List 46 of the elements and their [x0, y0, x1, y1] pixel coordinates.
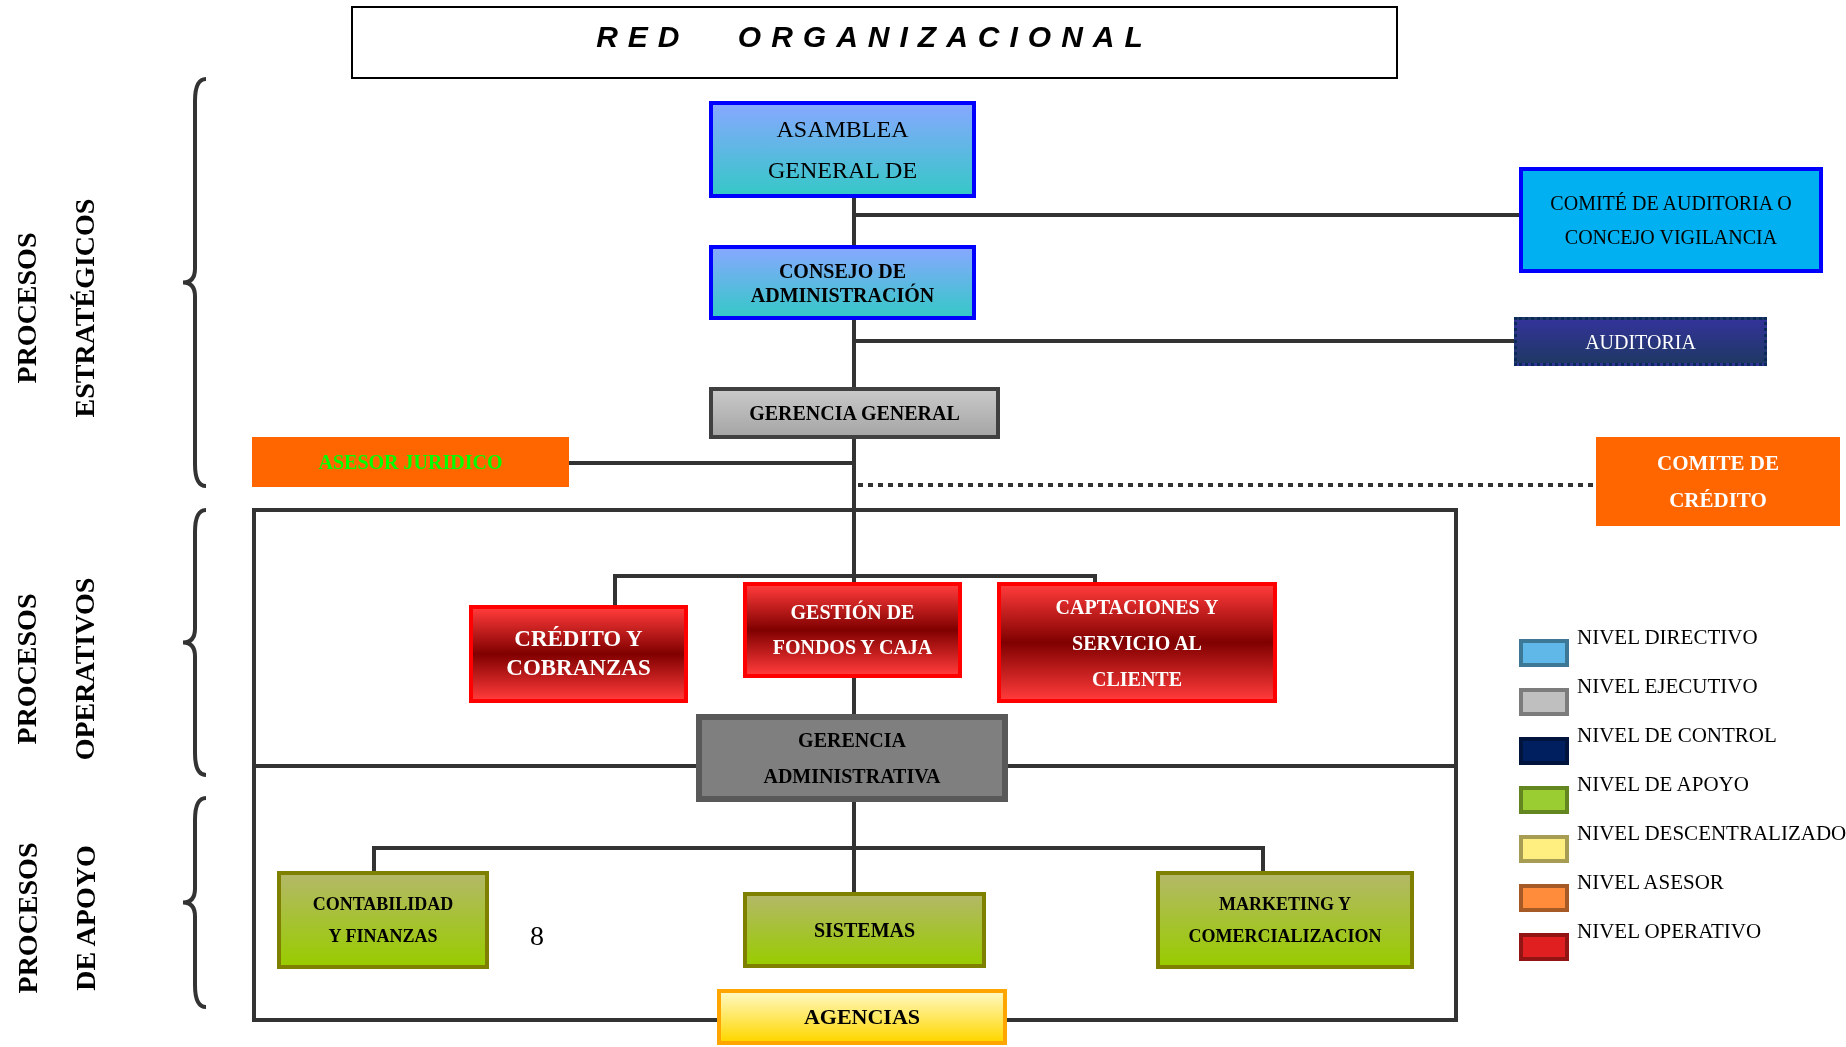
control-box [1514, 317, 1767, 366]
box-label: CONTABILIDAD Y FINANZAS [311, 892, 455, 948]
box-label: GERENCIA ADMINISTRATIVA [762, 728, 942, 789]
legend-label: NIVEL DIRECTIVO [1577, 625, 1758, 650]
box-label: AGENCIAS [802, 1003, 922, 1031]
management-box [696, 714, 1008, 802]
connector-line [852, 320, 856, 387]
box-label: ASESOR JURIDICO [317, 450, 504, 474]
box-label: CRÉDITO Y COBRANZAS [505, 625, 652, 682]
connector-line [852, 802, 1265, 871]
advisor-box [252, 437, 569, 487]
executive-box [709, 387, 1000, 439]
support-box [743, 892, 986, 968]
legend-label: NIVEL EJECUTIVO [1577, 674, 1758, 699]
box-label: ASAMBLEA GENERAL DE [766, 114, 919, 185]
box-label: GESTIÓN DE FONDOS Y CAJA [771, 599, 934, 660]
box-label: AUDITORIA [1584, 329, 1697, 354]
box-label: CONSEJO DE ADMINISTRACIÓN [749, 258, 936, 307]
page-number: 8 [530, 920, 544, 952]
advisor-box [1596, 437, 1840, 526]
process-group-label: PROCESOS ESTRATÉGICOS [10, 197, 101, 420]
box-label: GERENCIA GENERAL [748, 401, 961, 425]
legend-label: NIVEL DE CONTROL [1577, 723, 1777, 748]
box-label: CAPTACIONES Y SERVICIO AL CLIENTE [1054, 594, 1220, 692]
directive-box [709, 101, 976, 198]
legend-label: NIVEL DESCENTRALIZADO [1577, 821, 1846, 846]
operative-box [997, 582, 1277, 703]
box-label: COMITE DE CRÉDITO [1656, 449, 1780, 514]
box-label: SISTEMAS [812, 918, 917, 942]
support-box [1156, 871, 1414, 969]
process-group-label: PROCESOS DE APOYO [10, 841, 101, 996]
legend-label: NIVEL ASESOR [1577, 870, 1724, 895]
operative-box [743, 582, 962, 678]
box-label: COMITÉ DE AUDITORIA O CONCEJO VIGILANCIA [1549, 191, 1793, 250]
box-label: MARKETING Y COMERCIALIZACION [1187, 892, 1383, 948]
branch-box [717, 989, 1007, 1045]
legend-label: NIVEL OPERATIVO [1577, 919, 1762, 944]
process-group-label: PROCESOS OPERATIVOS [10, 576, 101, 763]
committee-box [1519, 167, 1823, 273]
connector-line [852, 439, 1097, 582]
operative-box [469, 605, 688, 703]
diagram-title: RED ORGANIZACIONAL [596, 19, 1153, 54]
directive-box [709, 245, 976, 320]
connector-line [852, 678, 856, 714]
support-box [277, 871, 489, 969]
legend-label: NIVEL DE APOYO [1577, 772, 1749, 797]
